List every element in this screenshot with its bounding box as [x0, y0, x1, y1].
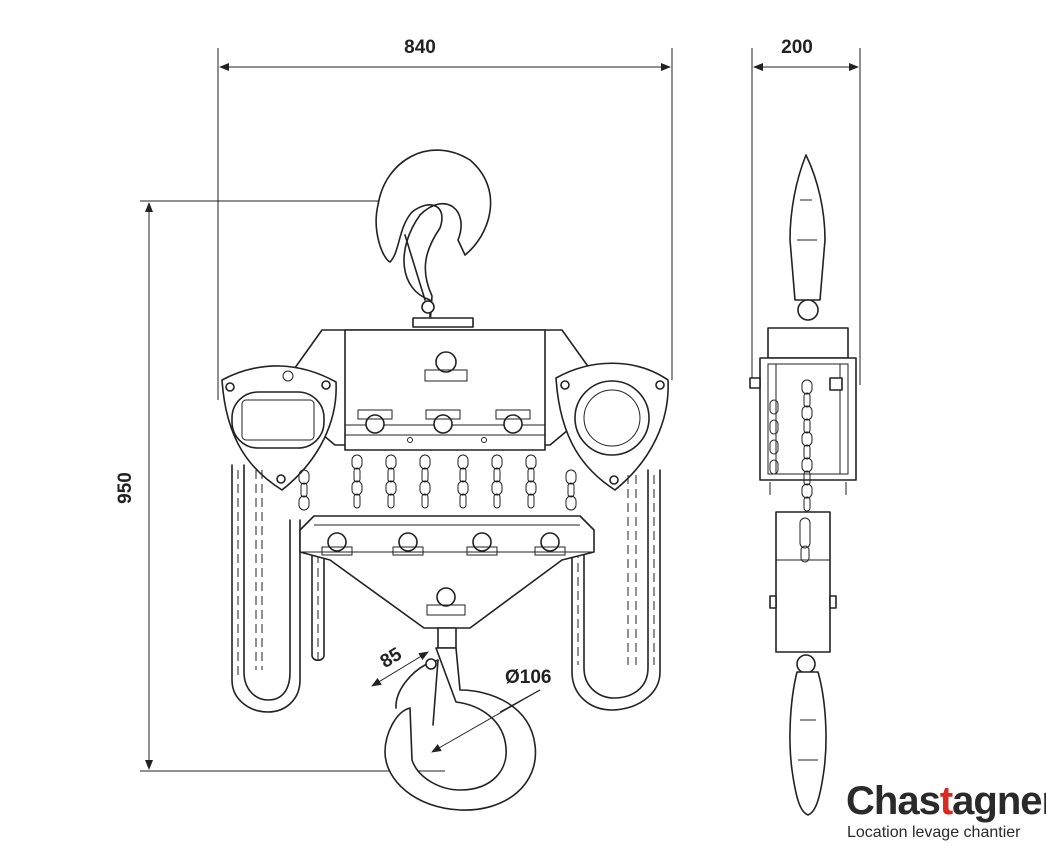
lower-sheaves: [321, 532, 566, 556]
height-label: 950: [115, 472, 136, 504]
chain-fall-2: [385, 454, 397, 509]
front-view: 85 Ø106: [221, 149, 669, 811]
right-hand-chain: [571, 469, 661, 711]
brand-tagline: Location levage chantier: [847, 824, 1020, 842]
logo-name-accent: t: [939, 779, 953, 823]
hoist-body: [291, 329, 593, 451]
chain-fall-5: [491, 454, 503, 509]
logo-name-part1: Chas: [846, 779, 941, 823]
tagline-part1: Location levage: [847, 824, 960, 841]
chain-fall-3: [419, 454, 431, 509]
top-hook: [375, 149, 492, 328]
chain-fall-4: [457, 454, 469, 509]
left-hand-chain: [231, 464, 325, 713]
tagline-part2: chantier: [963, 824, 1021, 841]
width-label: 840: [404, 37, 436, 58]
chain-fall-7: [298, 469, 310, 511]
chain-fall-1: [351, 454, 363, 509]
brand-logo: Chastagner: [846, 781, 1046, 821]
hook-diameter-label: Ø106: [505, 667, 551, 688]
upper-sheaves: [357, 409, 531, 434]
side-view: [749, 154, 857, 816]
dimension-hook-diameter: Ø106: [431, 667, 551, 753]
dimension-hook-opening: 85: [371, 644, 429, 687]
chain-fall-8: [565, 469, 577, 511]
left-gear-housing: [221, 365, 337, 491]
dimension-width-840: 840: [217, 37, 673, 400]
lower-block: [299, 515, 595, 649]
side-width-label: 200: [781, 37, 813, 58]
logo-name-part2: agner: [952, 779, 1046, 823]
dimension-side-width-200: 200: [751, 37, 861, 385]
side-chain: [769, 379, 813, 512]
right-gear-housing: [555, 362, 669, 491]
load-chains: [298, 454, 577, 511]
chain-fall-6: [525, 454, 537, 509]
